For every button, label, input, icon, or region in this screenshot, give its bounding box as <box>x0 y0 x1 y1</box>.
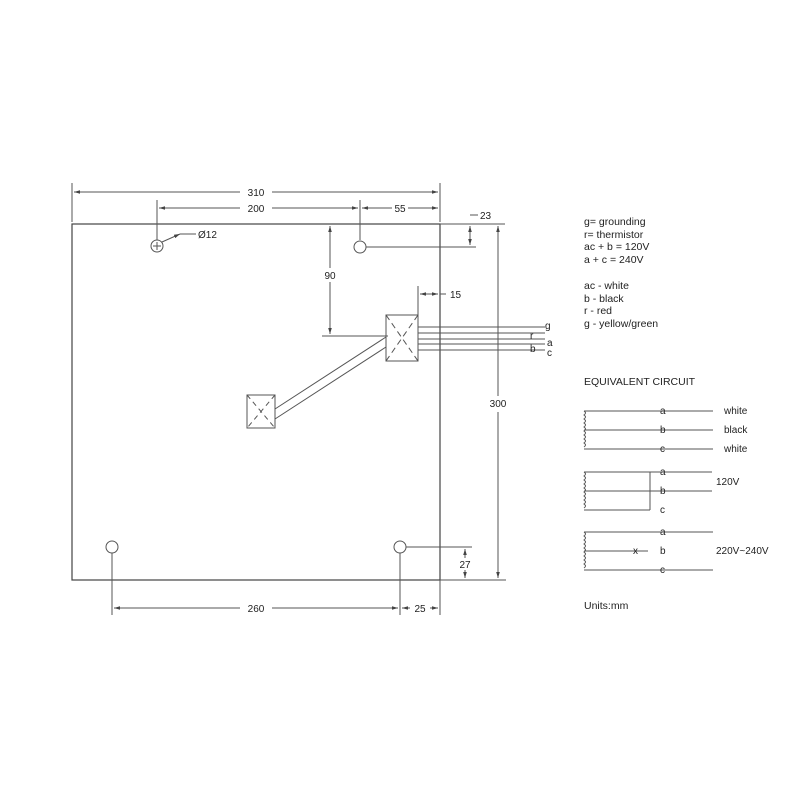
hole-bottom-right <box>393 540 407 554</box>
equivalent-circuit-3 <box>583 531 713 571</box>
legend-def-g: g= grounding <box>584 216 646 228</box>
circuit1-label-b: b <box>660 425 666 436</box>
dim-hole-diameter: Ø12 <box>198 230 217 241</box>
heater-plate <box>71 223 441 581</box>
dim-300: 300 <box>490 399 507 410</box>
wire-label-c: c <box>547 348 552 359</box>
circuit3-label-a: a <box>660 527 666 538</box>
units-label: Units:mm <box>584 600 629 612</box>
legend-color-r: r - red <box>584 305 613 317</box>
legend-def-240v: a + c = 240V <box>584 253 644 266</box>
dim-25: 25 <box>414 604 426 615</box>
conduit <box>274 336 387 410</box>
equivalent-circuit-1 <box>583 410 713 450</box>
circuit3-label-c: c <box>660 565 665 576</box>
equivalent-circuit-2 <box>583 471 712 511</box>
junction-box-main <box>385 314 419 362</box>
lead-wires <box>418 326 545 351</box>
hole-bottom-left <box>105 540 119 554</box>
legend-color-g: g - yellow/green <box>584 317 659 330</box>
legend-def-120v: ac + b = 120V <box>584 241 650 253</box>
dim-310: 310 <box>248 188 265 199</box>
hole-top-left <box>150 239 164 253</box>
hole-top-right <box>353 240 367 254</box>
legend-wire-colors: ac - white b - black r - red g - yellow/… <box>584 280 658 330</box>
circuit2-voltage: 120V <box>716 477 740 488</box>
circuit3-voltage: 220V~240V <box>716 546 769 557</box>
circuit1-label-a: a <box>660 406 666 417</box>
legend-definitions: g= grounding r= thermistor ac + b = 120V… <box>584 216 649 266</box>
dim-27: 27 <box>459 560 471 571</box>
dim-90: 90 <box>324 271 336 282</box>
circuit1-color-b: black <box>724 425 748 436</box>
dim-260: 260 <box>248 604 265 615</box>
circuit2-label-c: c <box>660 505 665 516</box>
circuit3-label-b: b <box>660 546 666 557</box>
dim-55: 55 <box>394 204 406 215</box>
wire-label-a: a <box>547 338 553 349</box>
circuit3-label-x: x <box>633 546 638 557</box>
junction-box-secondary <box>246 394 276 429</box>
equivalent-circuit-title: EQUIVALENT CIRCUIT <box>584 376 696 388</box>
dim-200: 200 <box>248 204 265 215</box>
legend-def-r: r= thermistor <box>584 228 644 241</box>
wire-label-g: g <box>545 321 551 332</box>
circuit2-label-b: b <box>660 486 666 497</box>
circuit1-color-a: white <box>723 406 748 417</box>
wire-label-r: r <box>530 331 534 342</box>
legend-color-ac: ac - white <box>584 280 629 292</box>
legend-color-b: b - black <box>584 292 624 305</box>
dim-15: 15 <box>450 290 462 301</box>
wire-label-b: b <box>530 344 536 355</box>
dim-23: 23 <box>480 211 492 222</box>
circuit1-color-c: white <box>723 444 748 455</box>
circuit1-label-c: c <box>660 444 665 455</box>
circuit2-label-a: a <box>660 467 666 478</box>
